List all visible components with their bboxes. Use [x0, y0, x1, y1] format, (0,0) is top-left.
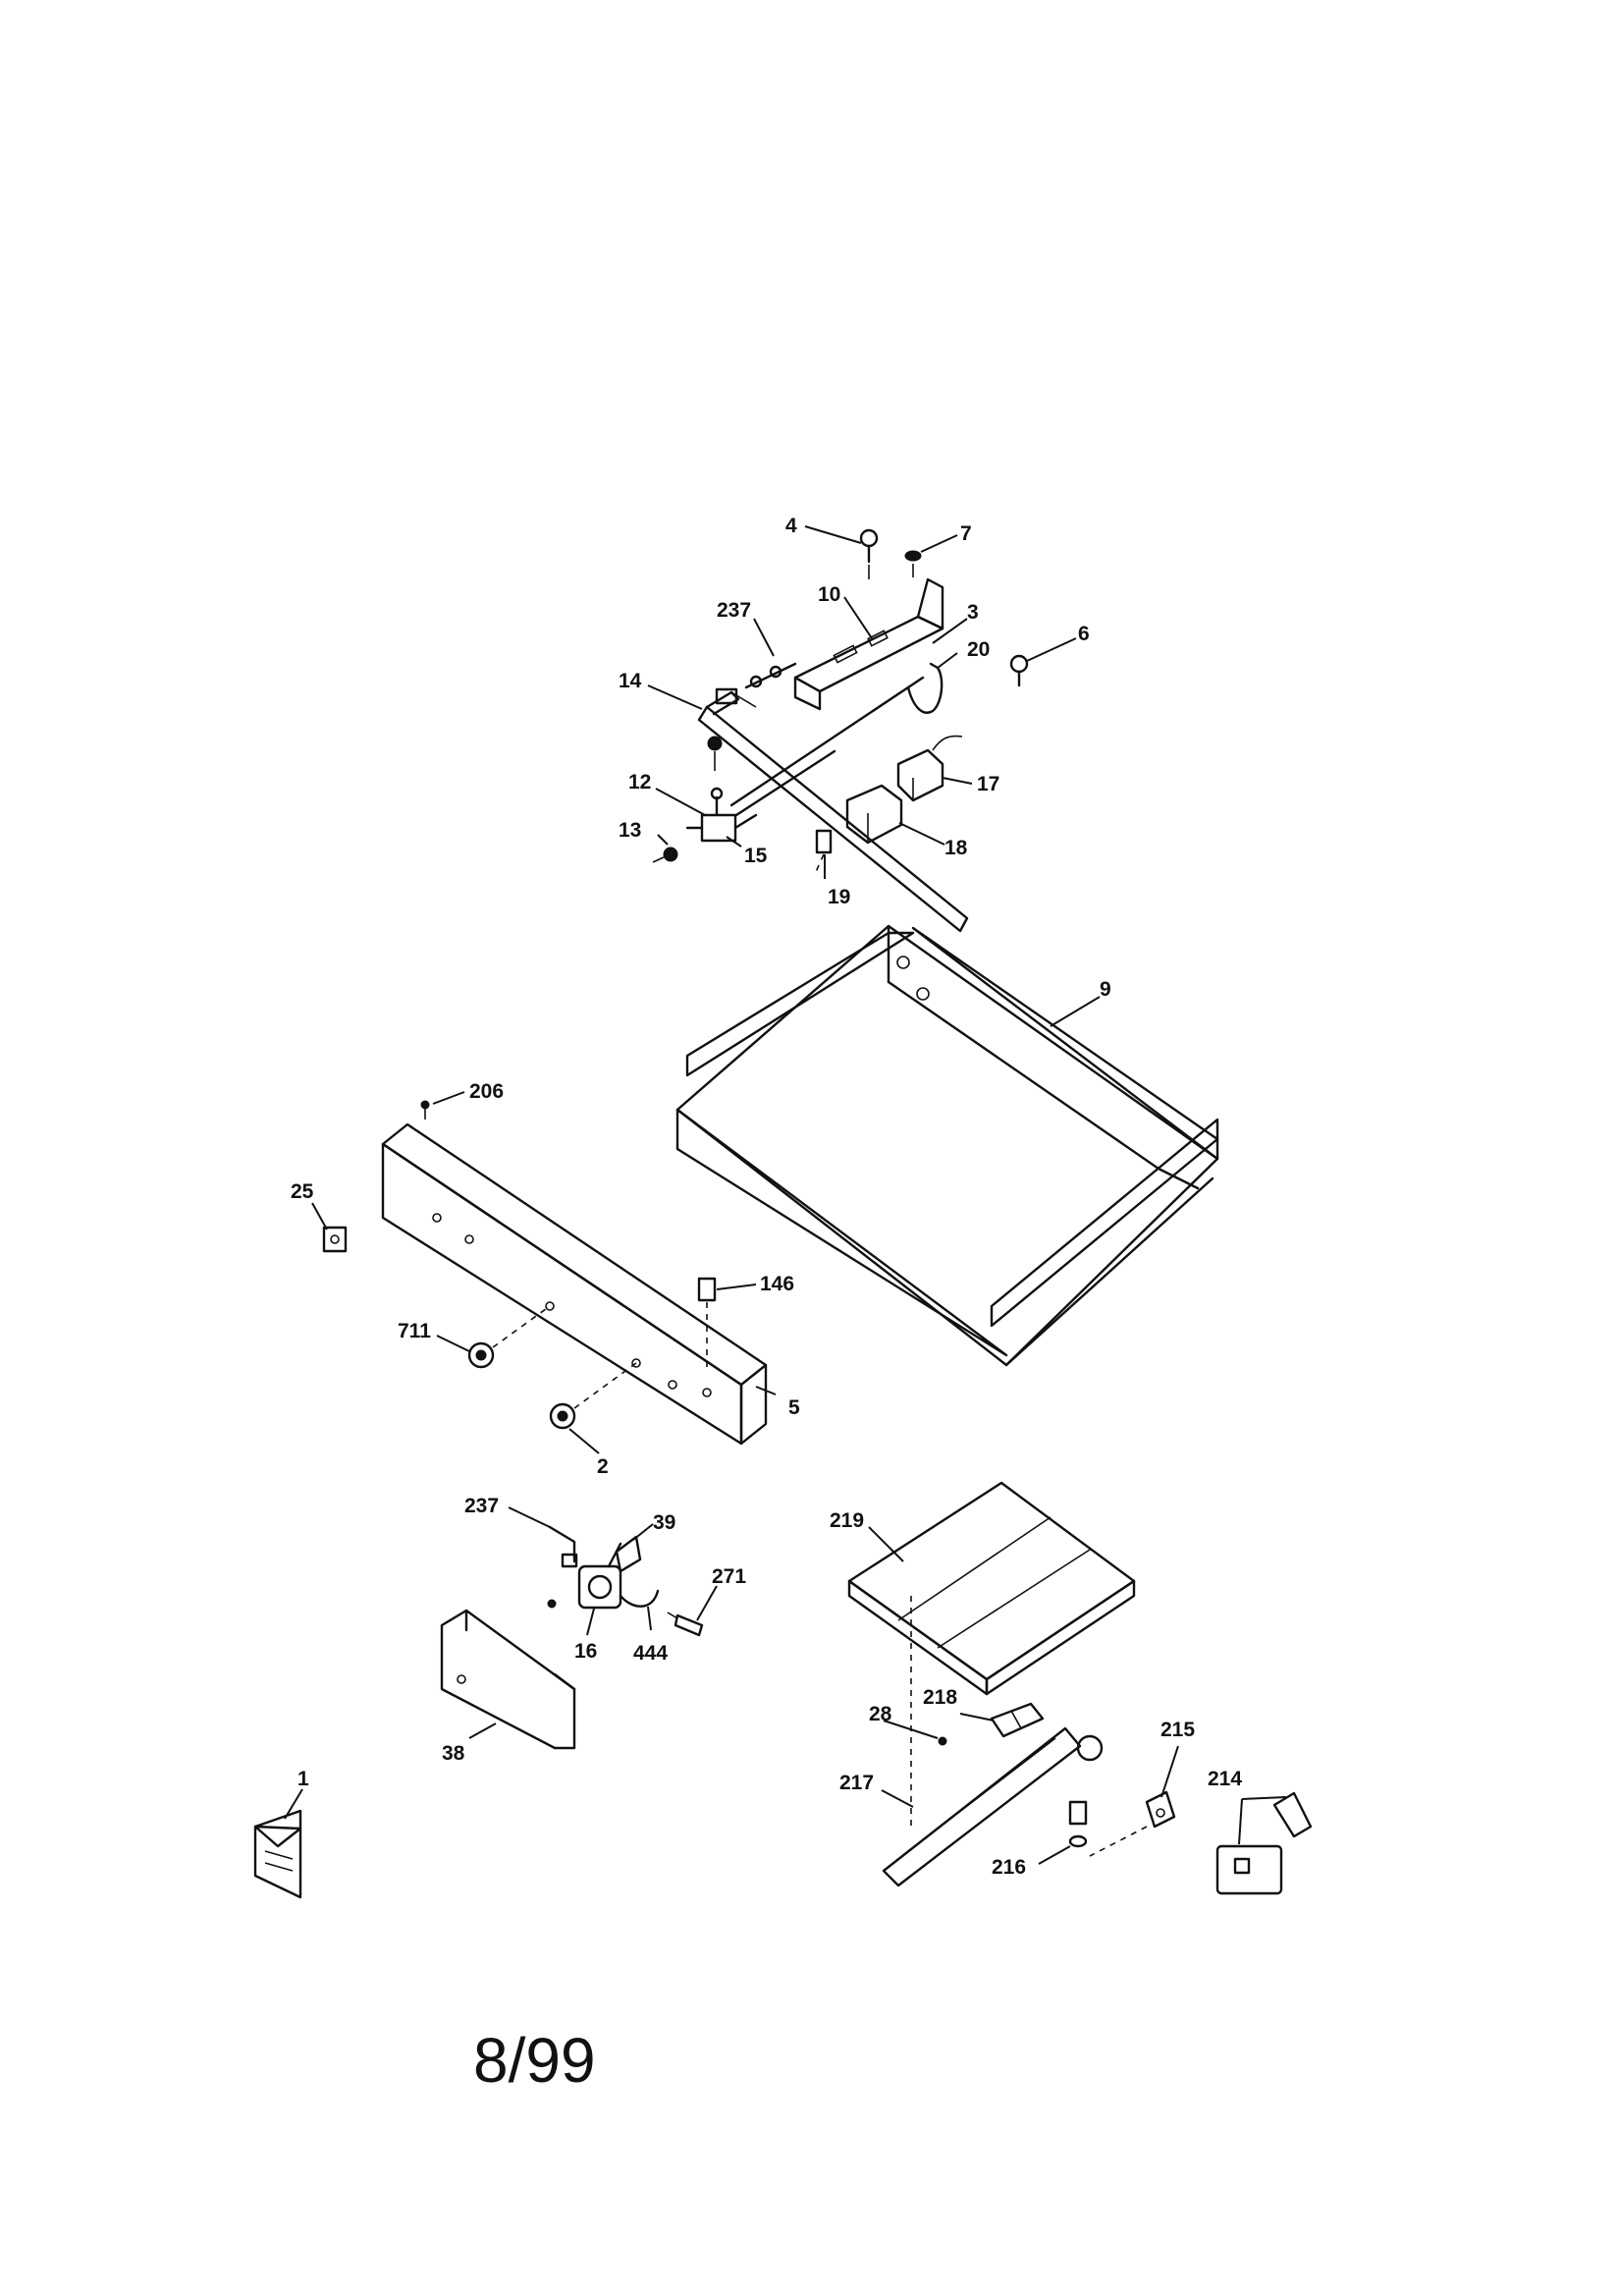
- callout-38: 38: [442, 1742, 465, 1765]
- clip-part-19: [814, 829, 833, 875]
- callout-3: 3: [967, 601, 979, 624]
- bracket-part-10: [793, 577, 944, 711]
- igniter-part-271: [667, 1612, 704, 1637]
- callout-14: 14: [619, 670, 642, 692]
- callout-237: 237: [717, 599, 751, 622]
- callout-25: 25: [291, 1180, 314, 1203]
- washer-part-7: [904, 550, 922, 577]
- heat-shield-part-219: [847, 1481, 1136, 1696]
- burner-box-part-9: [675, 924, 1219, 1367]
- callout-labels: 4 7 237 10 3 20 6 14 17 12 13 15 18 19 9…: [291, 515, 1242, 1879]
- callout-4: 4: [785, 515, 797, 537]
- orifice-part-237: [744, 662, 797, 689]
- callout-218: 218: [923, 1686, 957, 1709]
- callout-1: 1: [297, 1768, 309, 1790]
- callout-215: 215: [1160, 1719, 1195, 1741]
- callout-28: 28: [869, 1703, 892, 1725]
- orifice-part-216: [1068, 1800, 1088, 1848]
- callout-13: 13: [619, 819, 641, 842]
- callout-39: 39: [653, 1511, 675, 1534]
- screw-part-6: [1009, 654, 1029, 687]
- callout-19: 19: [828, 886, 850, 908]
- regulator-part-39: [615, 1535, 642, 1573]
- burner-part-217: [882, 1726, 1104, 1887]
- shield-part-38: [440, 1609, 576, 1750]
- callout-206: 206: [469, 1080, 504, 1103]
- knob-part-2: [549, 1362, 637, 1430]
- callout-7: 7: [960, 522, 972, 545]
- gas-line: [729, 676, 925, 807]
- callout-444: 444: [633, 1642, 668, 1665]
- callout-146: 146: [760, 1273, 794, 1295]
- bracket-part-25: [322, 1226, 348, 1253]
- nut-manifold: [707, 736, 723, 771]
- callout-216: 216: [992, 1856, 1026, 1879]
- callout-237-lower: 237: [464, 1495, 499, 1517]
- clip-part-206: [420, 1100, 430, 1120]
- tube-part-444: [619, 1589, 660, 1608]
- nut-part-13: [652, 847, 678, 863]
- callout-2: 2: [597, 1455, 609, 1478]
- igniter-part-214: [1215, 1791, 1313, 1895]
- thermocouple-part-20: [906, 662, 944, 714]
- screw-part-4: [859, 528, 879, 579]
- screw-valve: [547, 1599, 557, 1609]
- callout-15: 15: [744, 845, 768, 867]
- orifice-part-237-lower: [548, 1525, 578, 1568]
- revision-date: 8/99: [473, 2025, 596, 2096]
- callout-16: 16: [574, 1640, 597, 1663]
- control-panel-part-5: [381, 1122, 768, 1446]
- valve-part-15: [685, 813, 758, 843]
- callout-214: 214: [1208, 1768, 1242, 1790]
- leader-lines: [284, 525, 1287, 1865]
- manifold-pipe-part-14: [697, 687, 969, 933]
- fitting-part-12: [710, 787, 724, 817]
- bracket-part-218: [990, 1702, 1045, 1738]
- switch-part-17: [896, 735, 963, 802]
- callout-10: 10: [818, 583, 840, 606]
- gas-valve-part-16: [577, 1542, 622, 1610]
- callout-711: 711: [398, 1320, 431, 1342]
- callout-217: 217: [839, 1772, 874, 1794]
- callout-18: 18: [944, 837, 968, 859]
- callout-271: 271: [712, 1565, 746, 1588]
- bracket-part-215: [1089, 1790, 1176, 1857]
- bracket-part-18: [845, 784, 903, 845]
- knob-part-711: [467, 1305, 551, 1369]
- callout-12: 12: [628, 771, 651, 793]
- callout-20: 20: [967, 638, 990, 661]
- clip-part-146: [697, 1277, 717, 1370]
- gas-line-lower: [734, 749, 836, 817]
- callout-6: 6: [1078, 623, 1090, 645]
- callout-17: 17: [977, 773, 999, 795]
- callout-219: 219: [830, 1509, 864, 1532]
- literature-packet-part-1: [253, 1809, 302, 1899]
- callout-9: 9: [1100, 978, 1111, 1001]
- callout-5: 5: [788, 1396, 800, 1419]
- screw-part-28: [938, 1736, 947, 1746]
